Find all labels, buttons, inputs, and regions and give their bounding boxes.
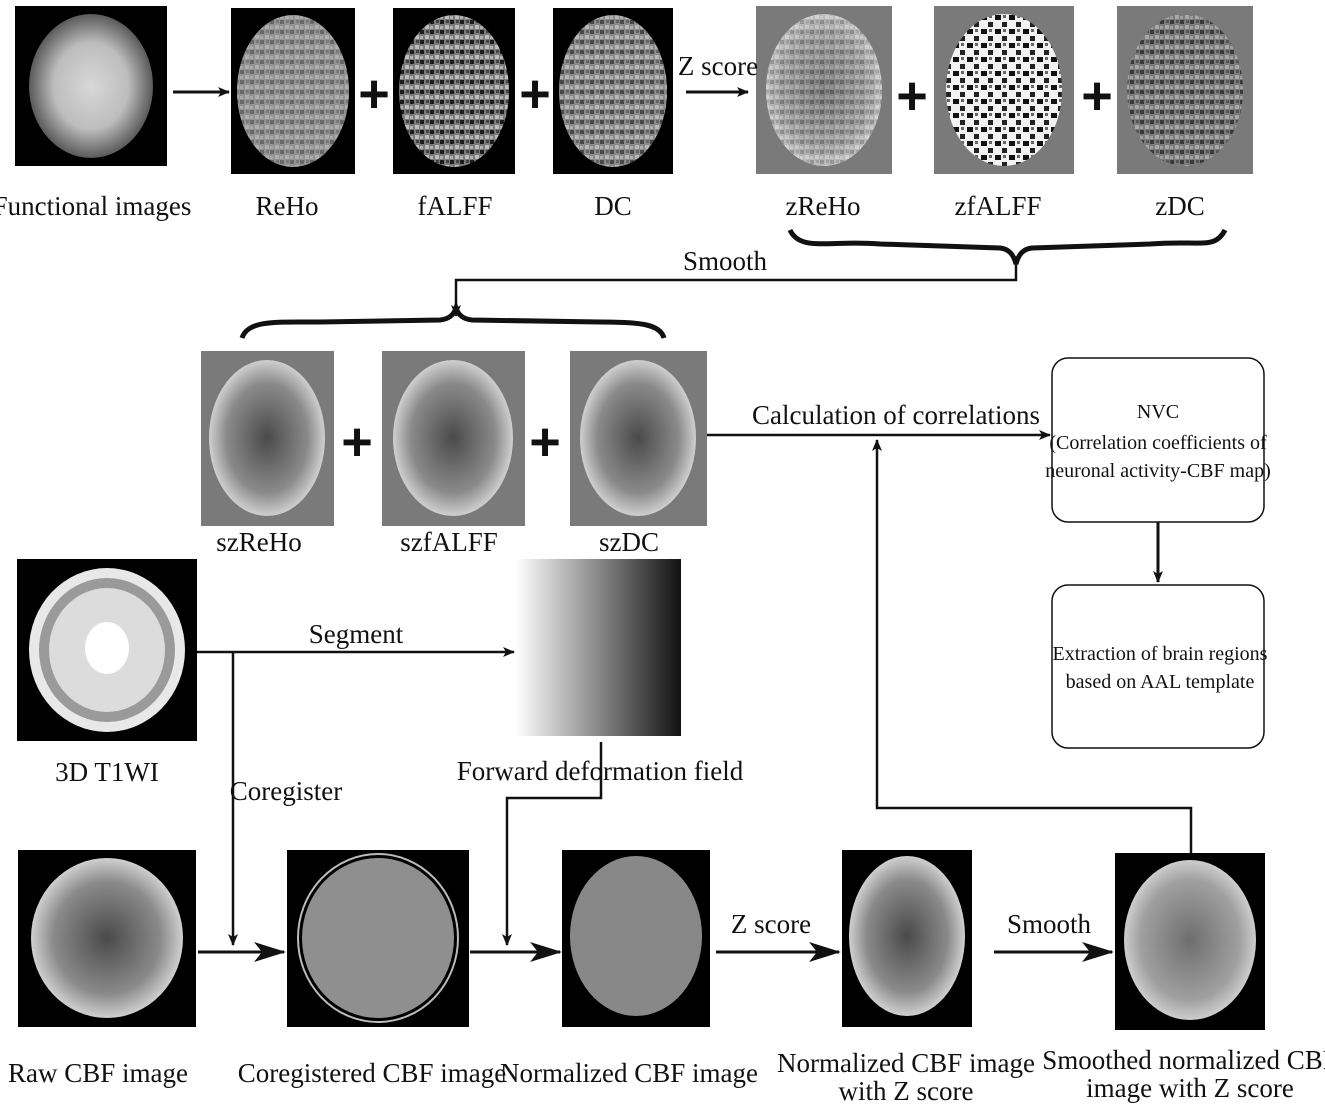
label-normalized-z-2: with Z score [839,1076,974,1106]
label-smoothed-1: Smoothed normalized CBF [1042,1045,1325,1075]
label-reho: ReHo [256,191,319,221]
label-szdc: szDC [599,527,659,557]
label-smooth-bottom: Smooth [1007,909,1092,939]
szfalff-image [382,351,525,526]
label-3d-t1wi: 3D T1WI [55,757,159,787]
brace-sz-maps [239,300,667,340]
reho-image [231,8,355,174]
plus-2: + [519,64,551,124]
label-zreho: zReHo [786,191,861,221]
label-coregister: Coregister [230,776,342,806]
aal-box: Extraction of brain regions based on AAL… [1051,584,1268,749]
label-szfalff: szfALFF [400,527,498,557]
plus-3: + [896,66,928,126]
label-zscore-bottom: Z score [731,909,811,939]
label-falff: fALFF [417,191,492,221]
normalized-cbf-image [562,850,710,1027]
arrow-deformation-to-normalize [502,742,603,946]
arrow-smoothed-to-correlation [872,439,1193,853]
label-normalized-cbf: Normalized CBF image [500,1058,758,1088]
normalized-zscore-cbf-image [842,850,972,1027]
nvc-line-2: (Correlation coefficients of [1049,432,1267,454]
brace-z-maps [787,228,1228,265]
deformation-field-image [516,559,681,736]
label-dc: DC [594,191,632,221]
szreho-image [201,351,334,526]
smoothed-normalized-cbf-image [1115,853,1265,1030]
coregistered-cbf-image [287,850,469,1027]
functional-image [15,6,167,166]
falff-image [393,8,515,174]
szdc-image [570,351,707,526]
zdc-image [1117,6,1253,174]
label-segment: Segment [309,619,404,649]
label-coregistered-cbf: Coregistered CBF image [238,1058,506,1088]
plus-5: + [341,412,373,472]
label-szreho: szReHo [216,527,301,557]
label-normalized-z-1: Normalized CBF image [777,1048,1035,1078]
zreho-image [756,6,892,174]
label-smooth-top: Smooth [683,246,768,276]
t1-image [17,559,197,741]
plus-4: + [1081,66,1113,126]
label-zscore-top: Z score [678,51,758,81]
aal-line-1: Extraction of brain regions [1053,643,1268,665]
arrow-smooth-connector [451,264,1018,317]
plus-1: + [358,64,390,124]
nvc-box: NVC (Correlation coefficients of neurona… [1045,357,1271,523]
raw-cbf-image [18,850,196,1027]
zfalff-image [934,6,1074,174]
nvc-title: NVC [1137,401,1179,423]
label-zfalff: zfALFF [955,191,1042,221]
nvc-line-3: neuronal activity-CBF map) [1045,460,1271,482]
aal-line-2: based on AAL template [1066,671,1255,693]
label-raw-cbf: Raw CBF image [8,1058,188,1088]
label-functional-images: Functional images [0,191,191,221]
label-calculation-of-correlations: Calculation of correlations [752,400,1040,430]
plus-6: + [529,412,561,472]
label-smoothed-2: image with Z score [1086,1073,1294,1103]
label-zdc: zDC [1155,191,1205,221]
dc-image [553,8,673,174]
